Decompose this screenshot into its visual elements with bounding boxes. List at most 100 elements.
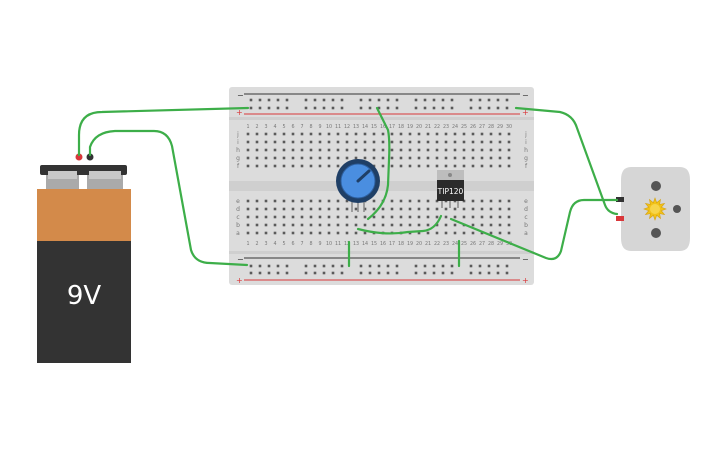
breadboard-hole[interactable] (480, 164, 484, 168)
breadboard-hole[interactable] (435, 231, 439, 235)
breadboard-hole[interactable] (386, 106, 390, 110)
breadboard-hole[interactable] (414, 271, 418, 275)
breadboard-hole[interactable] (426, 231, 430, 235)
breadboard-hole[interactable] (336, 199, 340, 203)
breadboard-hole[interactable] (304, 264, 308, 268)
breadboard-hole[interactable] (273, 215, 277, 219)
breadboard-hole[interactable] (453, 207, 457, 211)
breadboard-hole[interactable] (372, 199, 376, 203)
breadboard-hole[interactable] (399, 140, 403, 144)
breadboard-hole[interactable] (462, 164, 466, 168)
breadboard-hole[interactable] (435, 140, 439, 144)
breadboard-hole[interactable] (441, 106, 445, 110)
breadboard-hole[interactable] (318, 207, 322, 211)
breadboard-hole[interactable] (300, 132, 304, 136)
breadboard-hole[interactable] (498, 207, 502, 211)
breadboard-hole[interactable] (505, 106, 509, 110)
breadboard-hole[interactable] (471, 140, 475, 144)
breadboard-hole[interactable] (354, 132, 358, 136)
breadboard-hole[interactable] (505, 264, 509, 268)
breadboard-hole[interactable] (423, 264, 427, 268)
breadboard-hole[interactable] (359, 106, 363, 110)
breadboard-hole[interactable] (432, 264, 436, 268)
breadboard-hole[interactable] (453, 215, 457, 219)
breadboard-hole[interactable] (246, 199, 250, 203)
breadboard-hole[interactable] (507, 199, 511, 203)
breadboard-hole[interactable] (336, 132, 340, 136)
breadboard-hole[interactable] (309, 207, 313, 211)
breadboard-hole[interactable] (327, 215, 331, 219)
breadboard-hole[interactable] (489, 207, 493, 211)
breadboard-hole[interactable] (453, 156, 457, 160)
breadboard-hole[interactable] (304, 271, 308, 275)
breadboard-hole[interactable] (453, 132, 457, 136)
breadboard-hole[interactable] (489, 132, 493, 136)
breadboard-hole[interactable] (417, 207, 421, 211)
breadboard-hole[interactable] (414, 106, 418, 110)
breadboard-hole[interactable] (408, 215, 412, 219)
breadboard-hole[interactable] (309, 132, 313, 136)
breadboard-hole[interactable] (282, 140, 286, 144)
breadboard-hole[interactable] (426, 164, 430, 168)
breadboard-hole[interactable] (264, 148, 268, 152)
breadboard-hole[interactable] (435, 207, 439, 211)
breadboard-hole[interactable] (480, 140, 484, 144)
breadboard-hole[interactable] (322, 271, 326, 275)
wire-motor-to-collector[interactable] (449, 198, 619, 261)
breadboard-hole[interactable] (377, 106, 381, 110)
breadboard-hole[interactable] (450, 98, 454, 102)
breadboard-hole[interactable] (444, 140, 448, 144)
breadboard-hole[interactable] (282, 156, 286, 160)
breadboard-hole[interactable] (377, 271, 381, 275)
breadboard-hole[interactable] (498, 164, 502, 168)
breadboard-hole[interactable] (336, 156, 340, 160)
breadboard-hole[interactable] (478, 106, 482, 110)
breadboard-hole[interactable] (471, 223, 475, 227)
breadboard-hole[interactable] (273, 140, 277, 144)
breadboard-hole[interactable] (390, 148, 394, 152)
breadboard-hole[interactable] (345, 148, 349, 152)
breadboard-hole[interactable] (300, 164, 304, 168)
breadboard-hole[interactable] (435, 223, 439, 227)
breadboard-hole[interactable] (363, 207, 367, 211)
breadboard-hole[interactable] (435, 215, 439, 219)
breadboard-hole[interactable] (331, 106, 335, 110)
breadboard-hole[interactable] (498, 148, 502, 152)
breadboard-hole[interactable] (255, 231, 259, 235)
breadboard-hole[interactable] (249, 271, 253, 275)
breadboard-hole[interactable] (507, 148, 511, 152)
breadboard-hole[interactable] (426, 132, 430, 136)
breadboard-hole[interactable] (390, 199, 394, 203)
breadboard-hole[interactable] (399, 164, 403, 168)
breadboard-hole[interactable] (276, 98, 280, 102)
breadboard-hole[interactable] (246, 207, 250, 211)
breadboard-hole[interactable] (399, 223, 403, 227)
breadboard-hole[interactable] (423, 271, 427, 275)
breadboard-hole[interactable] (300, 140, 304, 144)
breadboard-hole[interactable] (345, 207, 349, 211)
breadboard-hole[interactable] (359, 271, 363, 275)
breadboard-hole[interactable] (381, 223, 385, 227)
breadboard-hole[interactable] (435, 148, 439, 152)
breadboard-hole[interactable] (345, 156, 349, 160)
breadboard-hole[interactable] (327, 223, 331, 227)
breadboard-hole[interactable] (267, 264, 271, 268)
breadboard-hole[interactable] (282, 207, 286, 211)
breadboard-hole[interactable] (255, 140, 259, 144)
breadboard-hole[interactable] (372, 215, 376, 219)
breadboard-hole[interactable] (471, 148, 475, 152)
breadboard-hole[interactable] (372, 223, 376, 227)
breadboard-hole[interactable] (505, 98, 509, 102)
breadboard-hole[interactable] (480, 156, 484, 160)
breadboard-hole[interactable] (309, 215, 313, 219)
breadboard-hole[interactable] (327, 207, 331, 211)
breadboard-hole[interactable] (273, 164, 277, 168)
breadboard-hole[interactable] (368, 264, 372, 268)
breadboard-hole[interactable] (498, 215, 502, 219)
breadboard-hole[interactable] (489, 215, 493, 219)
breadboard-hole[interactable] (426, 156, 430, 160)
breadboard-hole[interactable] (480, 199, 484, 203)
breadboard-hole[interactable] (469, 264, 473, 268)
breadboard-hole[interactable] (417, 199, 421, 203)
breadboard-hole[interactable] (327, 231, 331, 235)
